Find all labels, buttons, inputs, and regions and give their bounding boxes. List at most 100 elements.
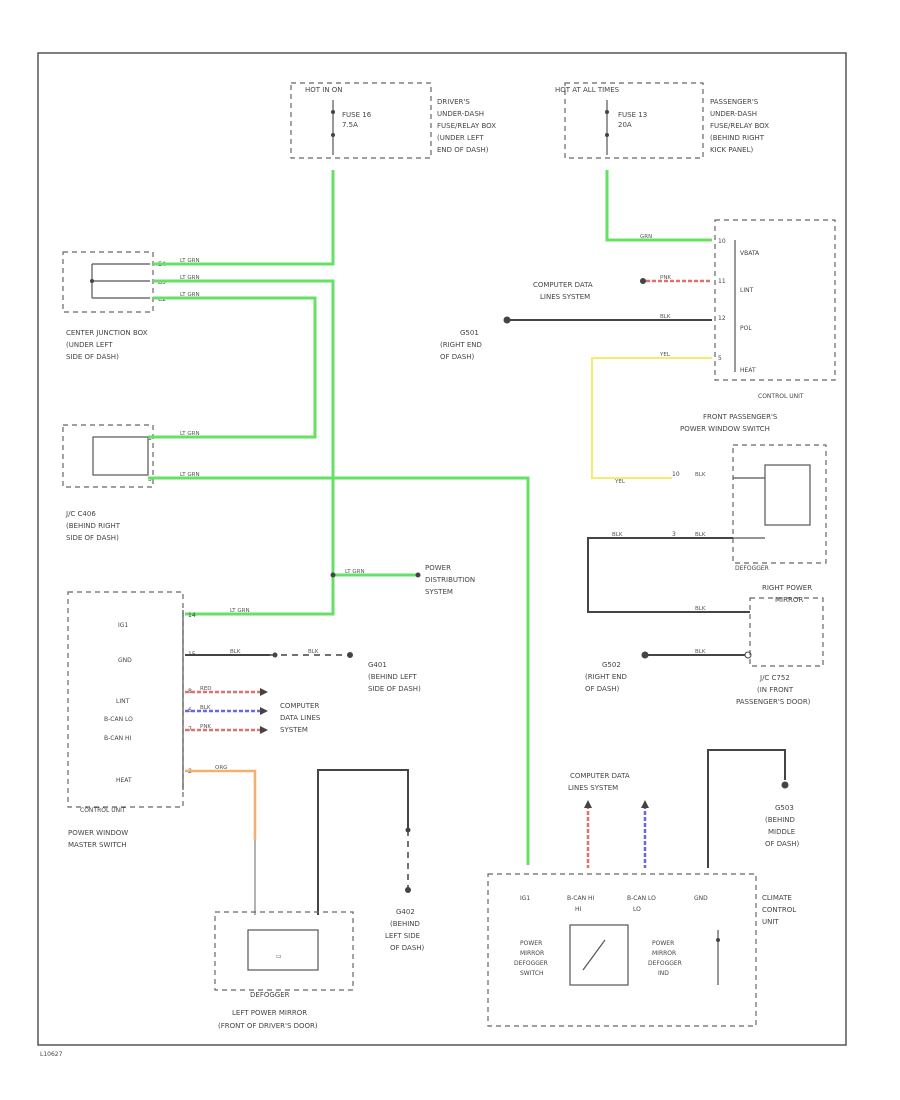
svg-text:G503: G503 <box>775 804 794 812</box>
svg-text:7: 7 <box>188 726 192 733</box>
svg-text:LO: LO <box>633 906 641 913</box>
svg-text:LT GRN: LT GRN <box>230 608 250 614</box>
svg-text:UNIT: UNIT <box>762 918 779 926</box>
svg-text:PASSENGER'S: PASSENGER'S <box>710 98 759 106</box>
svg-text:LT GRN: LT GRN <box>180 258 200 264</box>
fuse-right-amp: 20A <box>618 121 632 129</box>
svg-text:LINT: LINT <box>740 287 754 294</box>
svg-text:(UNDER LEFT: (UNDER LEFT <box>437 134 484 142</box>
svg-text:IG1: IG1 <box>520 895 530 902</box>
svg-text:HI: HI <box>575 906 582 913</box>
svg-text:CONTROL UNIT: CONTROL UNIT <box>758 393 804 400</box>
center-junction-box: E4 B5 C2 CENTER JUNCTION BOX (UNDER LEFT… <box>62 251 166 361</box>
svg-text:BLK: BLK <box>695 472 706 478</box>
svg-text:10: 10 <box>672 471 680 478</box>
svg-text:YEL: YEL <box>614 479 626 485</box>
svg-text:SYSTEM: SYSTEM <box>280 726 308 734</box>
svg-text:GRN: GRN <box>640 234 652 240</box>
svg-text:▭: ▭ <box>276 953 282 960</box>
svg-text:MIDDLE: MIDDLE <box>768 828 795 836</box>
svg-text:LT GRN: LT GRN <box>345 569 365 575</box>
svg-text:POWER: POWER <box>520 940 542 947</box>
svg-text:BLK: BLK <box>308 649 319 655</box>
figure-id: L10627 <box>40 1051 63 1058</box>
svg-text:OF DASH): OF DASH) <box>765 840 800 848</box>
svg-text:DEFOGGER: DEFOGGER <box>735 565 769 572</box>
svg-text:CONTROL UNIT: CONTROL UNIT <box>80 807 126 814</box>
svg-text:MIRROR: MIRROR <box>775 596 803 604</box>
svg-text:(BEHIND LEFT: (BEHIND LEFT <box>368 673 417 681</box>
svg-text:LEFT SIDE: LEFT SIDE <box>385 932 420 940</box>
svg-text:DEFOGGER: DEFOGGER <box>250 991 290 999</box>
svg-text:MASTER SWITCH: MASTER SWITCH <box>68 841 127 849</box>
svg-text:YEL: YEL <box>659 352 671 358</box>
svg-text:(RIGHT END: (RIGHT END <box>585 673 627 681</box>
svg-text:POWER: POWER <box>652 940 674 947</box>
svg-text:LT GRN: LT GRN <box>180 292 200 298</box>
jc-c406: 1 3 J/C C406 (BEHIND RIGHT SIDE OF DASH) <box>62 424 154 542</box>
svg-text:CONTROL: CONTROL <box>762 906 796 914</box>
left-power-mirror: ▭ DEFOGGER LEFT POWER MIRROR (FRONT OF D… <box>214 911 354 1030</box>
svg-text:COMPUTER: COMPUTER <box>280 702 319 710</box>
svg-text:PNK: PNK <box>200 724 211 730</box>
svg-text:LEFT POWER MIRROR: LEFT POWER MIRROR <box>232 1009 307 1017</box>
svg-text:BLK: BLK <box>660 314 671 320</box>
svg-text:(BEHIND: (BEHIND <box>390 920 420 928</box>
svg-text:VBATA: VBATA <box>740 250 760 257</box>
svg-text:GND: GND <box>118 657 132 664</box>
svg-text:G402: G402 <box>396 908 415 916</box>
svg-text:COMPUTER DATA: COMPUTER DATA <box>533 281 593 289</box>
svg-text:END OF DASH): END OF DASH) <box>437 146 489 154</box>
svg-text:FUSE/RELAY BOX: FUSE/RELAY BOX <box>437 122 496 130</box>
svg-text:OF DASH): OF DASH) <box>440 353 475 361</box>
svg-text:BLK: BLK <box>200 705 211 711</box>
svg-text:14: 14 <box>188 612 196 619</box>
svg-text:OF DASH): OF DASH) <box>585 685 620 693</box>
fuse-left-hot: HOT IN ON <box>305 86 343 94</box>
svg-text:LINT: LINT <box>116 698 130 705</box>
svg-text:DISTRIBUTION: DISTRIBUTION <box>425 576 475 584</box>
svg-text:BLK: BLK <box>612 532 623 538</box>
svg-text:BLK: BLK <box>695 649 706 655</box>
ground-g503: G503 (BEHIND MIDDLE OF DASH) <box>707 749 800 868</box>
svg-text:MIRROR: MIRROR <box>652 950 676 957</box>
svg-text:RED: RED <box>200 686 212 692</box>
svg-text:(FRONT OF DRIVER'S DOOR): (FRONT OF DRIVER'S DOOR) <box>218 1022 318 1030</box>
svg-text:IG1: IG1 <box>118 622 128 629</box>
svg-text:FRONT PASSENGER'S: FRONT PASSENGER'S <box>703 413 778 421</box>
svg-text:LINES SYSTEM: LINES SYSTEM <box>568 784 618 792</box>
svg-text:(BEHIND: (BEHIND <box>765 816 795 824</box>
svg-text:POL: POL <box>740 325 752 332</box>
svg-text:RIGHT POWER: RIGHT POWER <box>762 584 812 592</box>
svg-text:SYSTEM: SYSTEM <box>425 588 453 596</box>
svg-text:BLK: BLK <box>230 649 241 655</box>
svg-text:ORG: ORG <box>215 765 227 771</box>
svg-text:CENTER JUNCTION BOX: CENTER JUNCTION BOX <box>66 329 148 337</box>
svg-text:SIDE OF DASH): SIDE OF DASH) <box>66 534 119 542</box>
svg-text:LINES SYSTEM: LINES SYSTEM <box>540 293 590 301</box>
svg-text:B-CAN LO: B-CAN LO <box>627 895 656 902</box>
svg-text:(BEHIND RIGHT: (BEHIND RIGHT <box>66 522 121 530</box>
svg-text:(UNDER LEFT: (UNDER LEFT <box>66 341 113 349</box>
svg-text:GND: GND <box>694 895 708 902</box>
svg-text:J/C C406: J/C C406 <box>65 510 96 518</box>
svg-text:KICK PANEL): KICK PANEL) <box>710 146 753 154</box>
svg-text:SIDE OF DASH): SIDE OF DASH) <box>368 685 421 693</box>
svg-text:LT GRN: LT GRN <box>180 431 200 437</box>
gnd-wire-g401: BLK BLK G401 (BEHIND LEFT SIDE OF DASH) <box>185 649 421 693</box>
svg-text:G401: G401 <box>368 661 387 669</box>
svg-text:FUSE/RELAY BOX: FUSE/RELAY BOX <box>710 122 769 130</box>
fuse-right-hot: HOT AT ALL TIMES <box>555 86 620 94</box>
svg-text:UNDER-DASH: UNDER-DASH <box>710 110 757 118</box>
svg-text:DRIVER'S: DRIVER'S <box>437 98 470 106</box>
svg-text:SWITCH: SWITCH <box>520 970 544 977</box>
svg-text:CLIMATE: CLIMATE <box>762 894 792 902</box>
power-distribution-label: POWER DISTRIBUTION SYSTEM <box>425 564 475 596</box>
svg-text:3: 3 <box>672 531 676 538</box>
fuse-left-amp: 7.5A <box>342 121 358 129</box>
svg-text:BLK: BLK <box>695 606 706 612</box>
svg-text:5: 5 <box>718 355 722 362</box>
svg-text:COMPUTER DATA: COMPUTER DATA <box>570 772 630 780</box>
svg-text:B-CAN HI: B-CAN HI <box>567 895 594 902</box>
svg-text:DATA LINES: DATA LINES <box>280 714 321 722</box>
